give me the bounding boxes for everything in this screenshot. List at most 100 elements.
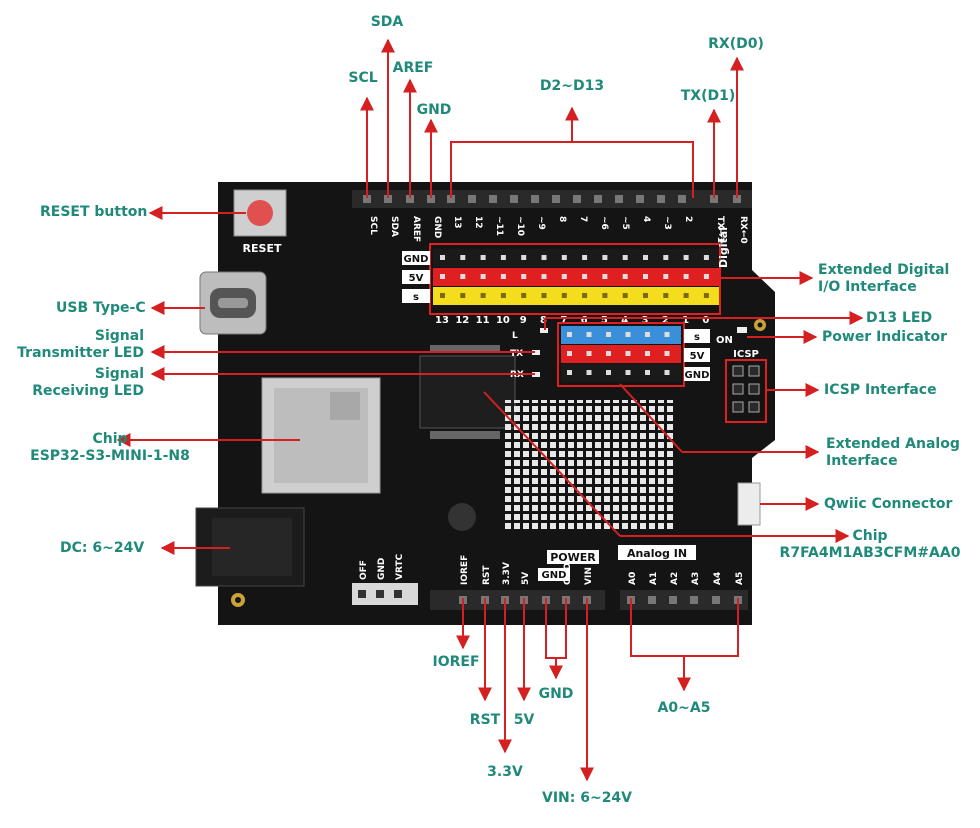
analog-in-silk: Analog IN <box>627 547 687 560</box>
top-header-silk: AREF <box>411 216 421 242</box>
top-pin <box>657 195 665 203</box>
digital-pin <box>582 274 588 279</box>
label-vin: VIN: 6~24V <box>541 790 633 806</box>
digital-pin <box>440 274 445 279</box>
label-ext-digital-1: Extended Digital <box>818 262 950 278</box>
switch-pin <box>376 590 384 598</box>
digital-pin <box>703 255 709 260</box>
icsp-pin <box>732 365 744 377</box>
esp32-module <box>261 377 381 494</box>
label-qwiic: Qwiic Connector <box>824 496 953 512</box>
digital-side-label-1: Digital <box>717 227 730 268</box>
digital-pin-number: 8 <box>540 315 547 326</box>
top-header-silk: 8 <box>557 216 567 222</box>
label-a0-a5: A0~A5 <box>657 700 711 716</box>
digital-pin <box>643 255 648 260</box>
top-header-silk: ~10 <box>515 216 525 236</box>
label-aref: AREF <box>392 60 434 76</box>
digital-pin <box>541 293 547 298</box>
on-led <box>737 327 747 333</box>
digital-pin <box>480 255 486 260</box>
analog-pin <box>606 332 611 337</box>
label-chip-renesas-1: Chip <box>852 528 888 544</box>
bottom-pin <box>648 596 656 604</box>
digital-row-label: GND <box>404 254 429 265</box>
digital-pin <box>440 293 445 298</box>
digital-pin <box>480 274 486 279</box>
top-pin <box>710 195 718 203</box>
top-pin <box>427 195 435 203</box>
tx-silk: TX <box>510 349 523 359</box>
tx-led-part <box>532 350 540 355</box>
digital-pin-number: 0 <box>702 315 709 326</box>
label-signal-tx-1: Signal <box>94 328 144 344</box>
top-header-silk: 2 <box>683 216 693 222</box>
analog-pin <box>664 332 670 337</box>
digital-pin <box>602 255 608 260</box>
digital-pin-number: 2 <box>662 315 669 326</box>
digital-pin <box>541 274 547 279</box>
digital-pin <box>440 255 445 260</box>
analog-pin <box>606 370 611 375</box>
digital-row-label-bg <box>402 270 430 284</box>
digital-pin <box>602 293 608 298</box>
label-3v3: 3.3V <box>487 764 523 780</box>
digital-pin-number: 13 <box>435 315 449 326</box>
top-pin <box>636 195 644 203</box>
analog-pin <box>625 332 631 337</box>
label-signal-rx-1: Signal <box>94 366 144 382</box>
digital-row-label-bg <box>402 289 430 303</box>
power-bottom-silk: VIN <box>584 567 594 585</box>
analog-pin <box>625 370 631 375</box>
digital-pin-number: 6 <box>581 315 588 326</box>
analog-row-label-bg <box>684 348 710 362</box>
d13-led-part <box>540 328 548 333</box>
label-gnd-top: GND <box>416 102 452 118</box>
digital-pin <box>663 293 669 298</box>
label-power-indicator: Power Indicator <box>822 329 948 345</box>
icsp-pin <box>748 365 760 377</box>
label-signal-tx-2: Transmitter LED <box>17 345 144 361</box>
digital-row-label-bg <box>402 251 430 265</box>
digital-row-label: 5V <box>409 273 424 284</box>
digital-pin <box>703 274 709 279</box>
digital-pin <box>703 293 709 298</box>
power-bottom-silk: RST <box>482 565 492 585</box>
digital-pin <box>500 274 506 279</box>
analog-pin <box>586 351 592 356</box>
digital-pin <box>521 274 527 279</box>
analog-bottom-silk: A5 <box>735 572 745 585</box>
led-matrix <box>505 400 673 530</box>
digital-pin <box>561 274 567 279</box>
analog-row-label: s <box>694 332 700 343</box>
analog-pin <box>567 332 572 337</box>
usb-c-port[interactable] <box>199 271 267 335</box>
top-pin <box>489 195 497 203</box>
qwiic-part <box>737 482 761 526</box>
label-rx-d0: RX(D0) <box>708 36 764 52</box>
bottom-pin <box>690 596 698 604</box>
label-tx-d1: TX(D1) <box>680 88 736 104</box>
label-chip-renesas-2: R7FA4M1AB3CFM#AA0 <box>779 545 961 561</box>
on-silk: ON <box>716 335 733 346</box>
power-silk: POWER <box>550 551 596 564</box>
bottom-pin <box>669 596 677 604</box>
analog-pin <box>645 370 650 375</box>
digital-pin <box>622 255 628 260</box>
digital-pin-number: 9 <box>520 315 527 326</box>
analog-pin <box>567 351 572 356</box>
top-pin <box>615 195 623 203</box>
l-silk: L <box>512 331 518 341</box>
top-pin <box>733 195 741 203</box>
power-gnd-silk: GND <box>542 570 567 581</box>
digital-pin <box>643 274 648 279</box>
label-rst: RST <box>469 712 501 728</box>
top-pin <box>552 195 560 203</box>
digital-pin <box>460 274 466 279</box>
label-ext-analog-2: Interface <box>826 453 898 469</box>
digital-pin <box>460 293 466 298</box>
reset-button-part[interactable]: RESET <box>233 189 287 255</box>
digital-pin-number: 1 <box>682 315 689 326</box>
